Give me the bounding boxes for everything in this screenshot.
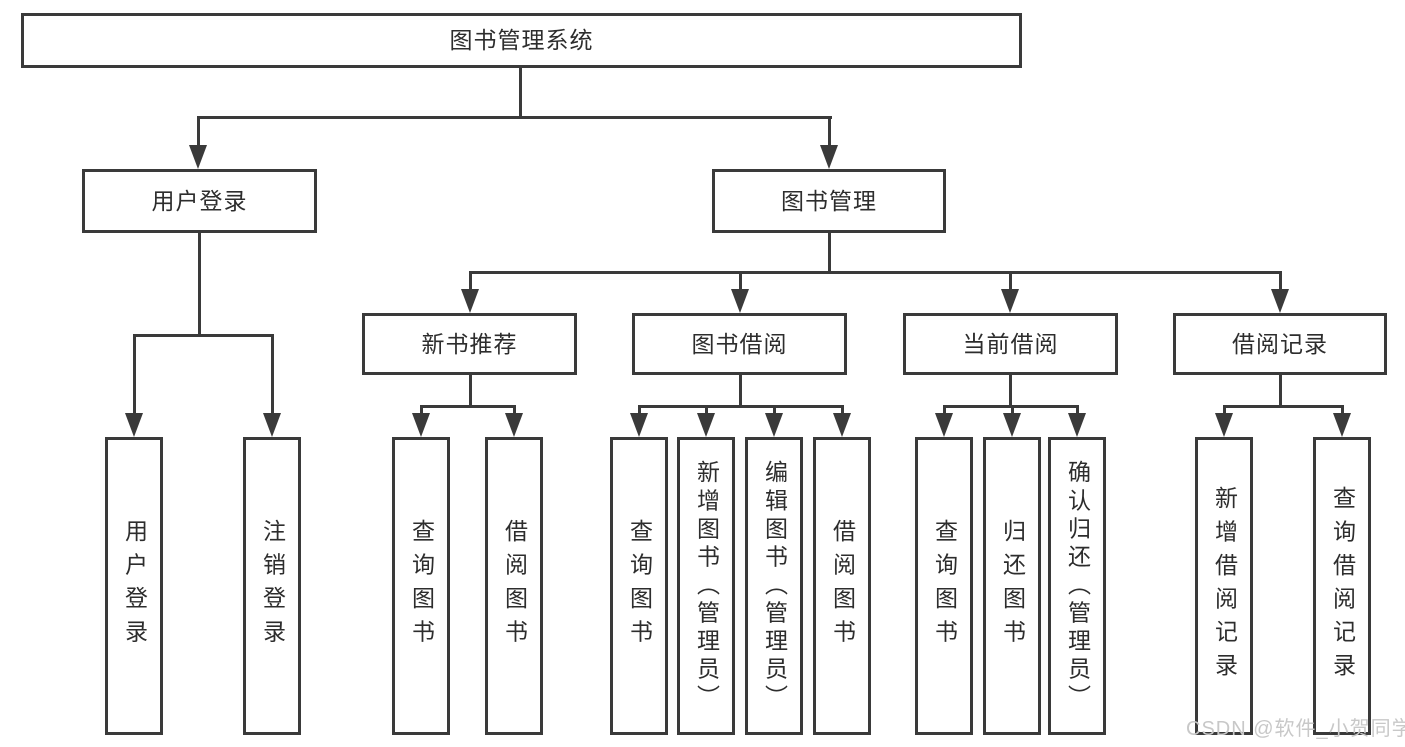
leaf-user-login: 用户登录 [105, 437, 163, 735]
connector-stub-book-mgmt [828, 116, 831, 149]
arrow-down-icon [820, 145, 838, 169]
leaf-add-books-admin: 新增图书（管理员） [677, 437, 735, 735]
connector-user-login-bar [133, 334, 274, 337]
arrow-down-icon [1333, 413, 1351, 437]
connector-borrow-records-stem [1279, 373, 1282, 407]
arrow-down-icon [935, 413, 953, 437]
leaf-query-books: 查询图书 [392, 437, 450, 735]
connector-stub-leaf [773, 405, 776, 417]
leaf-confirm-return-admin: 确认归还（管理员） [1048, 437, 1106, 735]
connector-stub-leaf [271, 334, 274, 416]
connector-stub-leaf [841, 405, 844, 417]
leaf-borrow-books: 借阅图书 [813, 437, 871, 735]
node-borrowing-records: 借阅记录 [1173, 313, 1387, 375]
arrow-down-icon [1271, 289, 1289, 313]
arrow-down-icon [189, 145, 207, 169]
arrow-down-icon [461, 289, 479, 313]
arrow-down-icon [731, 289, 749, 313]
connector-current-borrow-stem [1009, 373, 1012, 407]
connector-new-book-bar [420, 405, 516, 408]
arrow-down-icon [125, 413, 143, 437]
connector-stub-leaf [943, 405, 946, 417]
arrow-down-icon [505, 413, 523, 437]
connector-stub-borrow-records [1279, 271, 1282, 292]
arrow-down-icon [630, 413, 648, 437]
connector-root-bar [197, 116, 832, 119]
connector-stub-leaf [513, 405, 516, 417]
node-new-book-recommend: 新书推荐 [362, 313, 577, 375]
arrow-down-icon [1215, 413, 1233, 437]
arrow-down-icon [765, 413, 783, 437]
connector-book-borrow-stem [739, 373, 742, 407]
arrow-down-icon [697, 413, 715, 437]
node-library-management-system: 图书管理系统 [21, 13, 1022, 68]
connector-stub-book-borrow [739, 271, 742, 292]
node-user-login: 用户登录 [82, 169, 317, 233]
connector-book-borrow-bar [638, 405, 844, 408]
csdn-watermark: CSDN @软件_小贺同学 [1186, 718, 1405, 740]
arrow-down-icon [1068, 413, 1086, 437]
arrow-down-icon [412, 413, 430, 437]
leaf-logout: 注销登录 [243, 437, 301, 735]
connector-stub-user-login [197, 116, 200, 149]
connector-stub-leaf [1011, 405, 1014, 417]
node-book-borrowing: 图书借阅 [632, 313, 847, 375]
connector-new-book-stem [469, 373, 472, 407]
node-current-borrowing: 当前借阅 [903, 313, 1118, 375]
connector-stub-leaf [1076, 405, 1079, 417]
leaf-query-borrow-record: 查询借阅记录 [1313, 437, 1371, 735]
arrow-down-icon [1003, 413, 1021, 437]
arrow-down-icon [833, 413, 851, 437]
connector-book-mgmt-stem [828, 231, 831, 273]
leaf-borrow-books: 借阅图书 [485, 437, 543, 735]
node-book-management: 图书管理 [712, 169, 946, 233]
leaf-edit-books-admin: 编辑图书（管理员） [745, 437, 803, 735]
connector-stub-leaf [638, 405, 641, 417]
connector-user-login-stem [198, 231, 201, 336]
leaf-query-books: 查询图书 [610, 437, 668, 735]
arrow-down-icon [1001, 289, 1019, 313]
connector-stub-leaf [133, 334, 136, 416]
leaf-return-books: 归还图书 [983, 437, 1041, 735]
arrow-down-icon [263, 413, 281, 437]
connector-stub-current-borrow [1009, 271, 1012, 292]
connector-root-stem [519, 66, 522, 119]
connector-stub-new-book [469, 271, 472, 292]
leaf-query-books: 查询图书 [915, 437, 973, 735]
connector-stub-leaf [1223, 405, 1226, 417]
connector-stub-leaf [1341, 405, 1344, 417]
connector-book-mgmt-bar [469, 271, 1282, 274]
connector-borrow-records-bar [1223, 405, 1344, 408]
leaf-add-borrow-record: 新增借阅记录 [1195, 437, 1253, 735]
connector-stub-leaf [705, 405, 708, 417]
connector-stub-leaf [420, 405, 423, 417]
